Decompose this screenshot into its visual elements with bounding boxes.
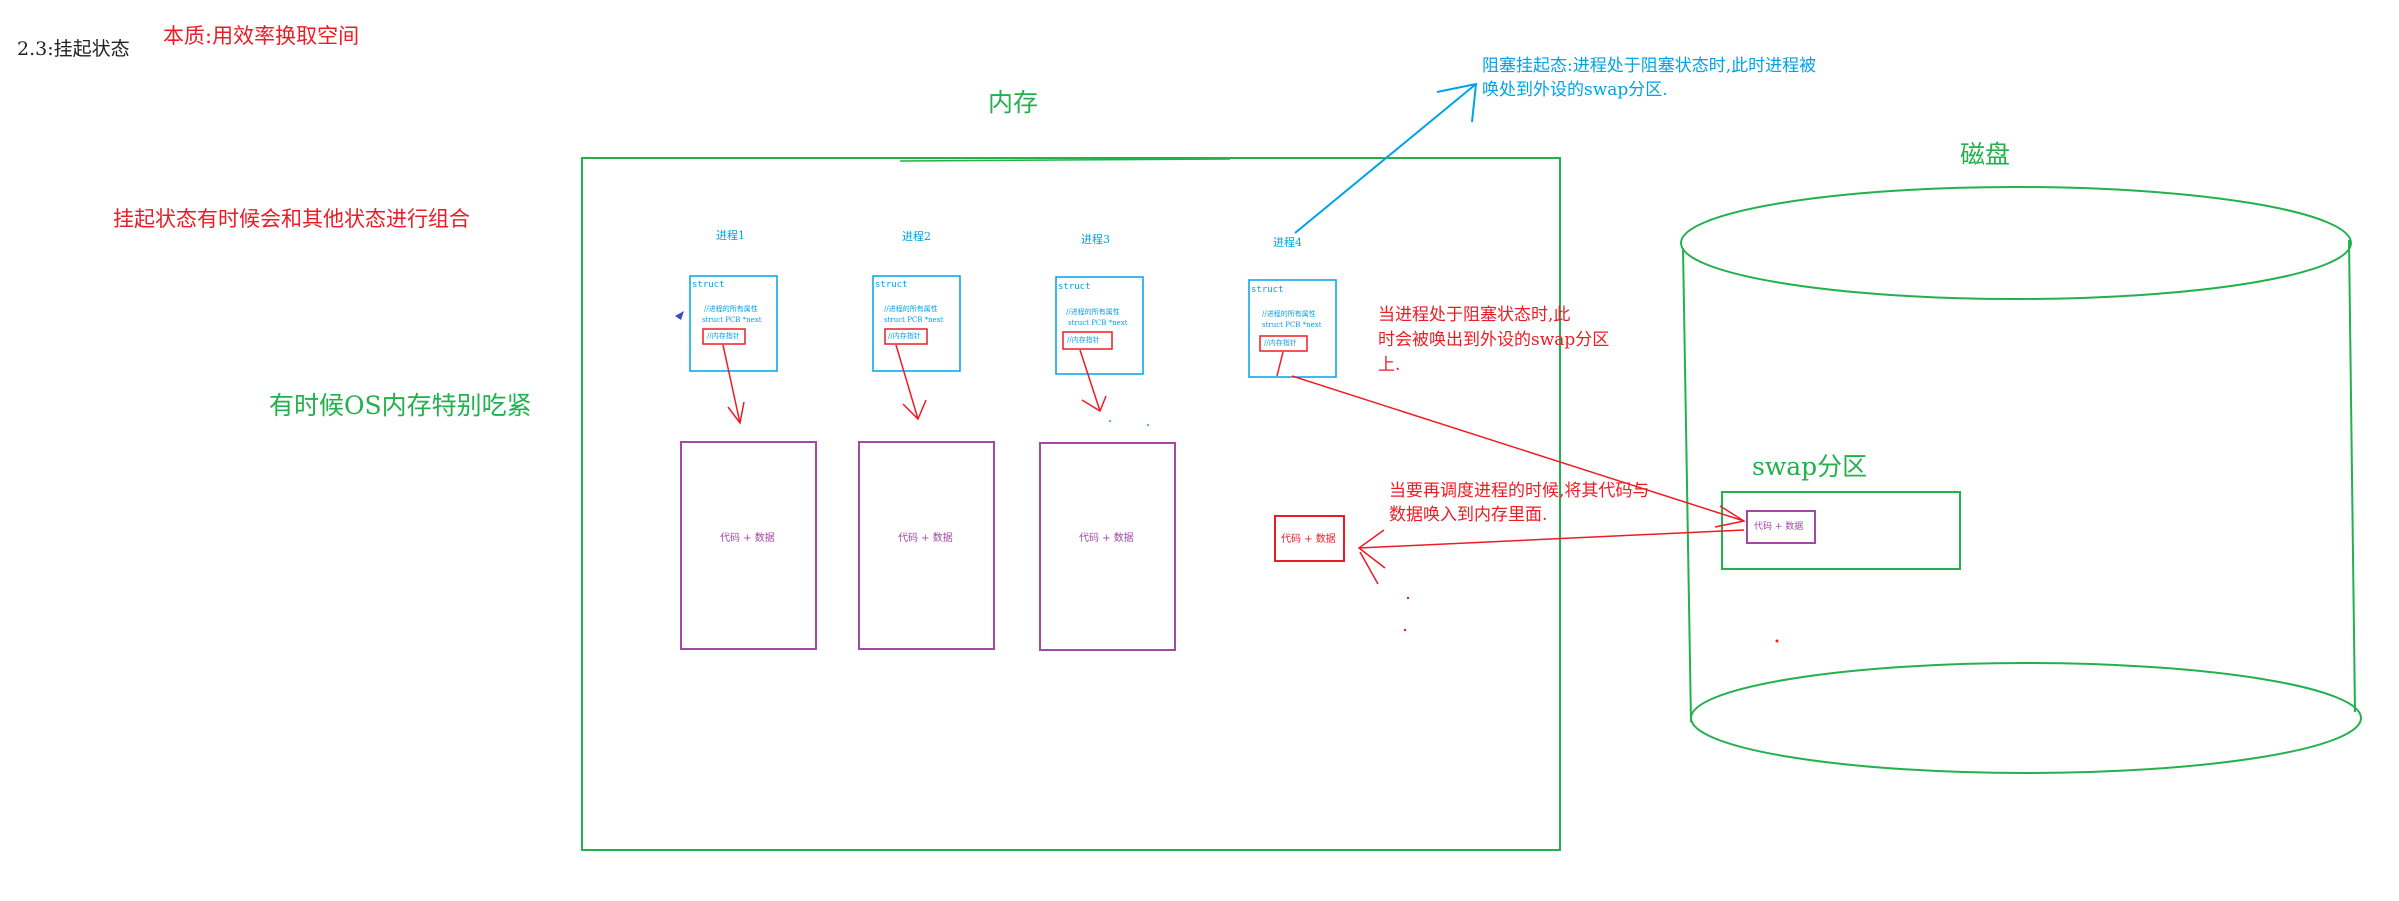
code-data-label-1: 代码 + 数据 [720, 533, 775, 544]
code-data-label-2: 代码 + 数据 [898, 533, 953, 544]
essence-note: 本质:用效率换取空间 [163, 24, 360, 48]
pcb-box-4 [1248, 279, 1337, 378]
code-data-box-3 [1039, 442, 1176, 651]
disk-left-side [1682, 247, 1692, 723]
swap-out-note-line3: 上. [1378, 355, 1401, 375]
pcb-field-4b: struct PCB *next [1262, 321, 1322, 329]
mem-pointer-3: //内存指针 [1067, 336, 1100, 344]
dot-mark [1147, 424, 1149, 426]
disk-right-side [2348, 239, 2356, 713]
code-data-box-2 [858, 441, 995, 650]
section-title: 2.3:挂起状态 [17, 38, 130, 60]
pointer-arrow-3 [1079, 349, 1107, 413]
code-data-box-1 [680, 441, 817, 650]
pcb-field-2b: struct PCB *next [884, 316, 944, 324]
pcb-box-2 [872, 275, 961, 372]
swap-in-note-line2: 数据唤入到内存里面. [1389, 505, 1548, 525]
pcb-field-2a: //进程的所有属性 [884, 305, 938, 313]
memory-tight-note: 有时候OS内存特别吃紧 [269, 391, 532, 420]
dot-mark [1403, 628, 1407, 632]
dot-mark [1406, 596, 1410, 600]
pcb-struct-3: struct [1058, 282, 1091, 292]
mem-pointer-box-1 [702, 328, 746, 345]
process-name-1: 进程1 [716, 229, 745, 242]
disk-bottom [1690, 662, 2362, 774]
swap-in-tail-mark [1359, 551, 1379, 585]
mem-pointer-2: //内存指针 [888, 332, 921, 340]
swap-in-note-line1: 当要再调度进程的时候,将其代码与 [1389, 481, 1650, 501]
swap-in-arrow [1357, 529, 1745, 569]
disk-top [1680, 186, 2352, 300]
mem-pointer-box-2 [884, 328, 928, 345]
pcb-box-1 [689, 275, 778, 372]
code-data-label-3: 代码 + 数据 [1079, 533, 1134, 544]
pcb-field-3a: //进程的所有属性 [1066, 308, 1120, 316]
pcb-field-3b: struct PCB *next [1068, 319, 1128, 327]
pcb-struct-1: struct [692, 280, 725, 290]
mem-pointer-1: //内存指针 [707, 332, 740, 340]
pcb-field-4a: //进程的所有属性 [1262, 310, 1316, 318]
combine-note: 挂起状态有时候会和其他状态进行组合 [113, 207, 470, 231]
swap-label: swap分区 [1752, 452, 1868, 481]
dot-mark [1109, 420, 1111, 422]
mem-pointer-4: //内存指针 [1264, 339, 1297, 347]
pointer-stub-4 [1276, 351, 1284, 377]
memory-box-top-mark [899, 158, 1231, 162]
pcb-struct-2: struct [875, 280, 908, 290]
blocked-suspend-arrow [1294, 82, 1478, 234]
process-name-2: 进程2 [902, 230, 931, 243]
swap-out-note-line1: 当进程处于阻塞状态时,此 [1378, 305, 1571, 325]
swap-out-note-line2: 时会被唤出到外设的swap分区 [1378, 330, 1610, 350]
mem-pointer-box-4 [1259, 335, 1308, 352]
pointer-arrow-1 [722, 344, 745, 425]
blocked-suspend-note-line1: 阻塞挂起态:进程处于阻塞状态时,此时进程被 [1482, 56, 1817, 76]
process-name-3: 进程3 [1081, 233, 1110, 246]
disk-label: 磁盘 [1960, 140, 2011, 169]
cursor-icon [675, 311, 684, 320]
memory-label: 内存 [988, 88, 1039, 117]
memory-box [581, 157, 1561, 851]
blocked-suspend-note-line2: 唤处到外设的swap分区. [1482, 80, 1668, 100]
swap-code-data-box [1746, 510, 1816, 544]
mem-pointer-box-3 [1062, 331, 1113, 350]
process-name-4: 进程4 [1273, 236, 1302, 249]
code-data-box-4 [1274, 515, 1345, 562]
pcb-box-3 [1055, 276, 1144, 375]
code-data-label-4: 代码 + 数据 [1281, 534, 1336, 545]
swap-block-label: 代码 + 数据 [1754, 522, 1804, 532]
pcb-field-1a: //进程的所有属性 [704, 305, 758, 313]
pointer-arrow-2 [895, 344, 927, 421]
swap-out-arrow [1291, 375, 1746, 528]
dot-mark [1775, 639, 1779, 643]
pcb-struct-4: struct [1251, 285, 1284, 295]
pcb-field-1b: struct PCB *next [702, 316, 762, 324]
